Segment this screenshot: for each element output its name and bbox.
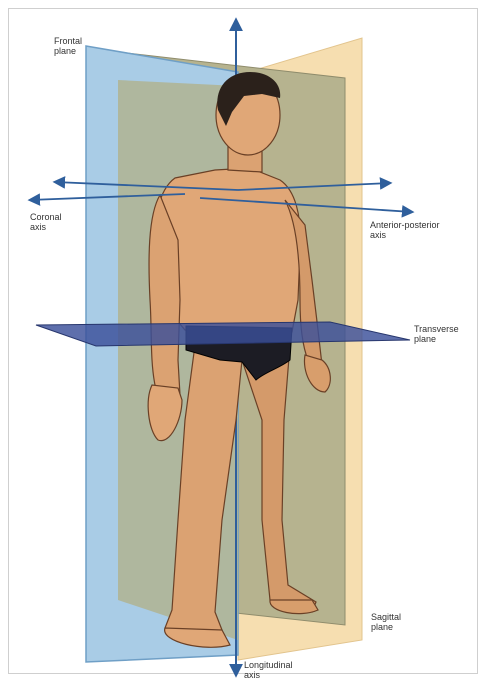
label-sagittal-plane: Sagittal plane	[371, 612, 401, 632]
label-anterior-posterior-axis: Anterior-posterior axis	[370, 220, 440, 240]
label-frontal-plane: Frontal plane	[54, 36, 82, 56]
label-transverse-plane: Transverse plane	[414, 324, 459, 344]
label-coronal-axis: Coronal axis	[30, 212, 62, 232]
label-longitudinal-axis: Longitudinal axis	[244, 660, 293, 680]
